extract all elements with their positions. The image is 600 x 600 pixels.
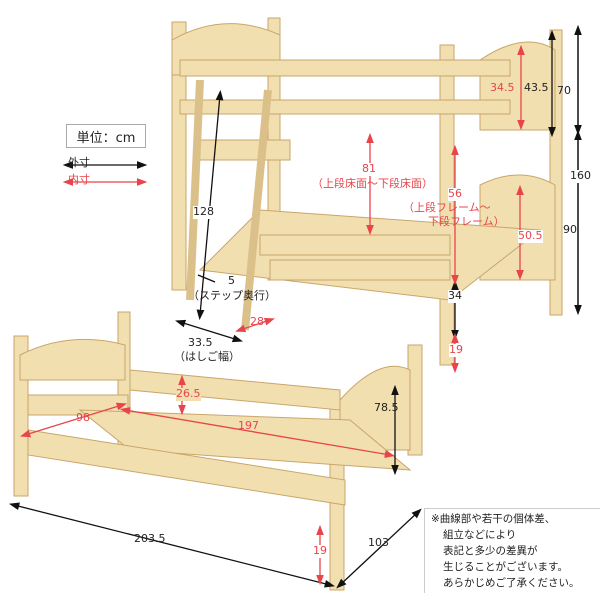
note-line: 表記と多少の差異が <box>443 545 538 557</box>
dim-upper-guard-inner: 34.5 <box>490 81 515 94</box>
dim-single-inner-length: 197 <box>238 419 259 432</box>
dim-ladder-inner: 28 <box>250 315 264 328</box>
dim-ladder-width: 33.5 <box>188 336 213 349</box>
dim-ladder-height: 128 <box>193 205 214 219</box>
dim-top-height: 70 <box>557 84 571 97</box>
note-line: 生じることがございます。 <box>443 561 568 573</box>
dim-floor-to-floor: 81 <box>362 162 376 176</box>
dim-lower-floor: 34 <box>448 289 462 303</box>
dim-upper-guard-outer: 43.5 <box>524 81 549 94</box>
dim-single-headboard: 78.5 <box>374 401 399 414</box>
legend-inner: 内寸 <box>68 173 90 186</box>
dim-frame-label-1: （上段フレーム～ <box>403 201 491 214</box>
dim-step-depth-label: （ステップ奥行） <box>188 289 276 302</box>
dim-single-inner-width: 98 <box>76 411 90 424</box>
dim-total-height: 160 <box>570 169 591 183</box>
dim-frame-to-frame: 56 <box>448 187 462 201</box>
dim-single-total-width: 103 <box>368 536 389 549</box>
dim-single-clearance: 19 <box>313 544 327 558</box>
dim-single-guard-inner: 26.5 <box>176 387 201 401</box>
dim-frame-label-2: 下段フレーム） <box>428 215 505 228</box>
legend-outer: 外寸 <box>68 156 90 169</box>
unit-label: 単位：cm <box>66 124 146 148</box>
dim-lower-guard-inner: 50.5 <box>518 229 543 243</box>
disclaimer-note: ※曲線部や若干の個体差、 組立などにより 表記と多少の差異が 生じることがござい… <box>424 508 600 593</box>
dim-lower-clearance: 19 <box>449 343 463 357</box>
dim-floor-to-floor-label: （上段床面～下段床面） <box>312 177 433 190</box>
dim-step-depth: 5 <box>228 274 235 287</box>
note-line: ※曲線部や若干の個体差、 <box>431 513 556 525</box>
note-line: あらかじめご了承ください。 <box>443 577 580 589</box>
dim-single-total-length: 203.5 <box>134 532 166 545</box>
note-line: 組立などにより <box>443 529 517 541</box>
dim-lower-height: 90 <box>563 223 577 237</box>
dim-ladder-width-label: （はしご幅） <box>174 350 240 363</box>
